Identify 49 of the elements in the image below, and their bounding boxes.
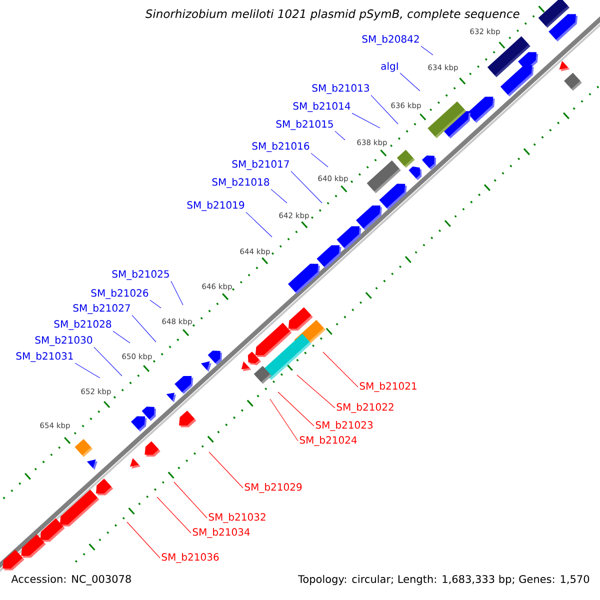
leader-line	[278, 392, 314, 426]
leader-line	[334, 130, 346, 140]
leader-line	[420, 46, 434, 56]
leader-line	[170, 280, 184, 306]
leader-line	[290, 170, 322, 204]
footer-text: Accession: NC_003078	[11, 574, 131, 586]
leader-line	[150, 300, 162, 308]
leader-line	[370, 94, 398, 124]
leader-line	[296, 374, 336, 408]
gene-label: SM_b21034	[192, 528, 250, 538]
gene-label: algI	[381, 62, 398, 72]
leader-line	[156, 496, 192, 534]
leader-line	[352, 112, 380, 128]
leader-line	[322, 352, 358, 388]
gene-label: SM_b21025	[112, 270, 169, 280]
gene-label: SM_b21019	[187, 201, 244, 211]
leader-line	[310, 152, 328, 168]
leader-line	[132, 314, 156, 342]
gene-label: SM_b21018	[212, 178, 270, 188]
leader-line	[126, 522, 160, 558]
gene-label: SM_b21024	[300, 436, 357, 446]
gene-label: SM_b21015	[276, 120, 333, 130]
footer-text: Topology: circular; Length: 1,683,333 bp; Genes: 1,570	[298, 574, 590, 586]
gene-label: SM_b21036	[162, 553, 219, 563]
leader-line	[270, 188, 288, 204]
gene-label: SM_b21016	[252, 142, 310, 152]
leader-line	[270, 398, 298, 442]
leader-line	[174, 482, 208, 518]
gene-label: SM_b21014	[293, 102, 350, 112]
leader-line	[246, 212, 272, 238]
leader-line	[208, 452, 244, 488]
leader-line	[400, 72, 420, 92]
gene-label: SM_b21029	[244, 483, 302, 493]
gene-label: SM_b21031	[16, 352, 73, 362]
gene-label: SM_b21028	[54, 320, 112, 330]
gene-label: SM_b21023	[316, 421, 373, 431]
gene-label: SM_b21026	[91, 289, 148, 299]
gene-label: SM_b21027	[73, 304, 130, 314]
gene-label: SM_b21022	[336, 403, 394, 413]
gene-label: SM_b20842	[362, 35, 419, 45]
gene-label: SM_b21013	[312, 84, 369, 94]
gene-label: SM_b21032	[208, 513, 266, 523]
leader-line	[94, 346, 122, 376]
gene-label: SM_b21030	[35, 336, 92, 346]
gene-label: SM_b21017	[232, 160, 289, 170]
gene-label: SM_b21021	[360, 382, 416, 392]
title: Sinorhizobium meliloti 1021 plasmid pSymB, complete sequence	[145, 9, 520, 20]
leader-line	[112, 330, 130, 344]
leader-line	[74, 362, 100, 378]
